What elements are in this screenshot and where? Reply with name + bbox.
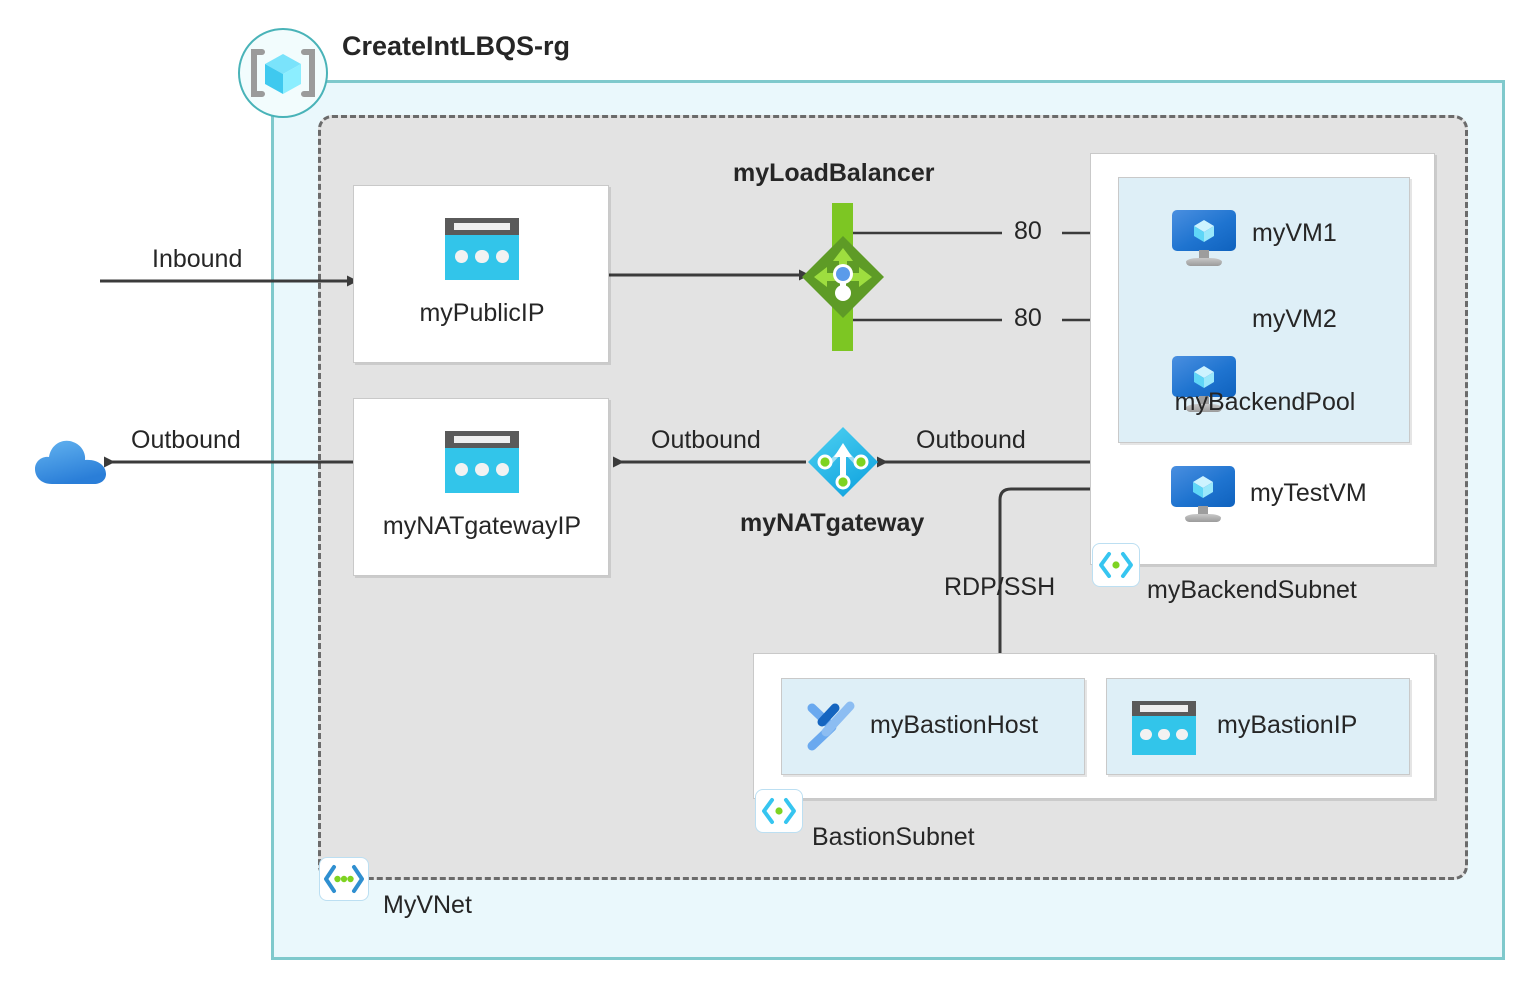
bastion-host-card[interactable]: myBastionHost (781, 678, 1085, 775)
nat-gateway-ip-label: myNATgatewayIP (382, 512, 582, 540)
virtual-machine-icon (1171, 466, 1235, 526)
public-ip-icon (1132, 701, 1196, 755)
bastion-host-icon (802, 698, 860, 756)
bastion-ip-card[interactable]: myBastionIP (1106, 678, 1410, 775)
public-ip-icon (445, 218, 519, 280)
lb-rule-port-2: 80 (1014, 304, 1042, 332)
subnet-icon (1092, 543, 1140, 587)
label-outbound-nat-to-ip: Outbound (651, 426, 761, 454)
cloud-icon (32, 430, 110, 492)
vm2-label: myVM2 (1252, 305, 1337, 333)
lb-rule-port-1: 80 (1014, 217, 1042, 245)
test-vm-label: myTestVM (1250, 479, 1367, 507)
nat-gateway-title: myNATgateway (740, 509, 925, 537)
bastion-subnet-label: BastionSubnet (812, 823, 975, 851)
label-outbound-subnet-to-nat: Outbound (916, 426, 1026, 454)
virtual-machine-icon (1172, 356, 1236, 416)
backend-pool-card: myVM1 myVM2 myBackendPool (1118, 177, 1410, 443)
public-ip-label: myPublicIP (419, 299, 545, 327)
label-rdp-ssh: RDP/SSH (944, 573, 1056, 601)
backend-pool-label: myBackendPool (1174, 388, 1356, 416)
vm1-label: myVM1 (1252, 219, 1337, 247)
bastion-ip-label: myBastionIP (1217, 711, 1358, 739)
vnet-icon (319, 857, 369, 901)
public-ip-card[interactable]: myPublicIP (353, 185, 609, 363)
load-balancer-title: myLoadBalancer (733, 159, 935, 187)
resource-group-icon (238, 28, 328, 118)
backend-subnet-label: myBackendSubnet (1147, 576, 1357, 604)
resource-group-title: CreateIntLBQS-rg (342, 31, 571, 61)
vnet-label: MyVNet (383, 891, 472, 919)
label-outbound-internet: Outbound (131, 426, 241, 454)
public-ip-icon (445, 431, 519, 493)
virtual-machine-icon (1172, 210, 1236, 270)
nat-gateway-icon[interactable] (806, 425, 880, 499)
bastion-host-label: myBastionHost (870, 711, 1039, 739)
load-balancer-icon[interactable] (798, 232, 888, 322)
nat-gateway-ip-card[interactable]: myNATgatewayIP (353, 398, 609, 576)
subnet-icon (755, 789, 803, 833)
label-inbound: Inbound (152, 245, 243, 273)
